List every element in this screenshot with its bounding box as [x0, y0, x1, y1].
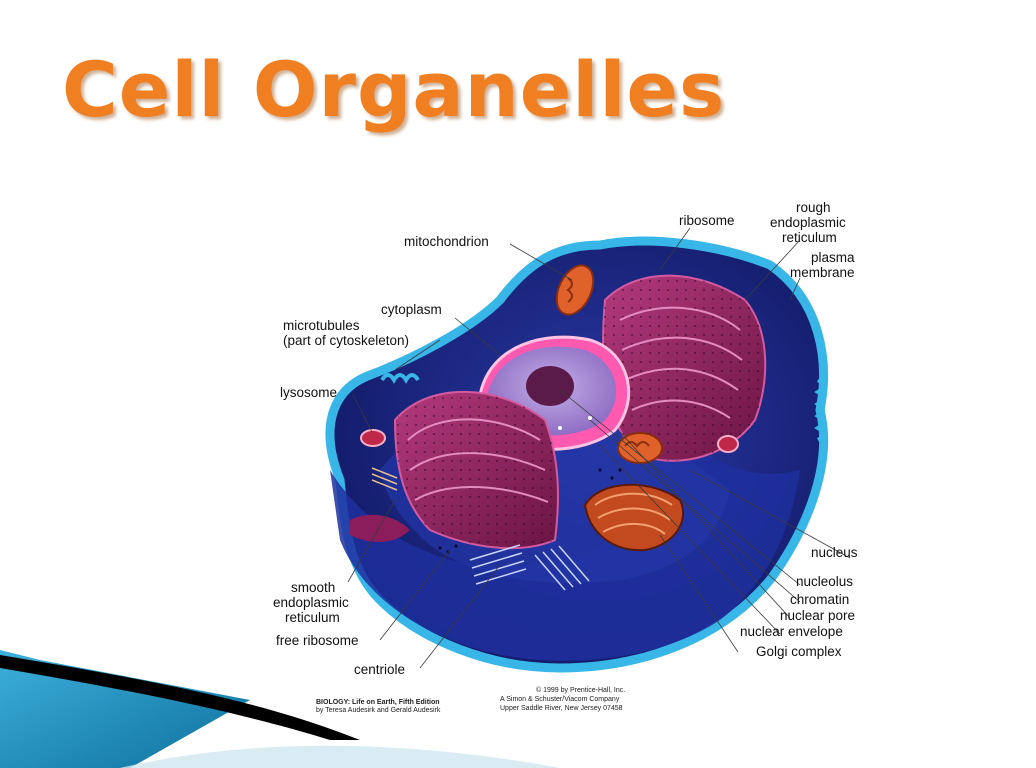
credit-copyright-1: © 1999 by Prentice-Hall, Inc. — [536, 686, 625, 694]
label-cytoplasm: cytoplasm — [381, 302, 442, 317]
free-ribosomes — [438, 468, 622, 554]
label-mitochondrion: mitochondrion — [404, 234, 489, 249]
label-free-ribosome: free ribosome — [276, 633, 359, 648]
credit-book-title: BIOLOGY: Life on Earth, Fifth Edition — [316, 699, 440, 706]
credit-copyright-3: Upper Saddle River, New Jersey 07458 — [500, 705, 623, 712]
label-nuclear-pore: nuclear pore — [780, 608, 855, 623]
ribbon-teal — [0, 650, 250, 768]
lysosome-shape — [360, 429, 386, 447]
ribbon-black — [0, 655, 360, 740]
label-nucleus: nucleus — [811, 545, 858, 560]
label-chromatin: chromatin — [790, 592, 849, 607]
label-rough-er-3: reticulum — [782, 230, 837, 245]
label-centriole: centriole — [354, 662, 405, 677]
label-rough-er-2: endoplasmic — [770, 215, 846, 230]
credit-book-authors: by Teresa Audesirk and Gerald Audesirk — [316, 707, 441, 714]
nucleolus-shape — [526, 366, 574, 406]
smooth-er-shape — [350, 390, 559, 550]
label-nuclear-envelope: nuclear envelope — [740, 624, 843, 639]
label-golgi-complex: Golgi complex — [756, 644, 842, 659]
label-smooth-er-3: reticulum — [285, 610, 340, 625]
label-rough-er-1: rough — [796, 200, 831, 215]
leader-lines — [347, 227, 851, 669]
figure-credits: BIOLOGY: Life on Earth, Fifth Edition by… — [316, 686, 625, 714]
label-plasma-membrane-1: plasma — [811, 250, 855, 265]
ribbon-light — [120, 745, 560, 768]
label-lysosome: lysosome — [280, 385, 337, 400]
vesicle-shape — [717, 435, 739, 453]
diagram-labels: mitochondrion cytoplasm microtubules (pa… — [273, 200, 858, 677]
label-smooth-er-2: endoplasmic — [273, 595, 349, 610]
centriole-shape — [371, 467, 590, 591]
label-smooth-er-1: smooth — [291, 580, 335, 595]
label-plasma-membrane-2: membrane — [790, 265, 855, 280]
rough-er-shape — [602, 274, 767, 462]
label-microtubules-2: (part of cytoskeleton) — [283, 333, 409, 348]
label-nucleolus: nucleolus — [796, 574, 853, 589]
credit-copyright-2: A Simon & Schuster/Viacom Company — [500, 696, 620, 703]
slide-title: Cell Organelles — [62, 45, 726, 134]
label-ribosome: ribosome — [679, 213, 735, 228]
mitochondrion-shape — [555, 264, 663, 464]
label-microtubules-1: microtubules — [283, 318, 360, 333]
